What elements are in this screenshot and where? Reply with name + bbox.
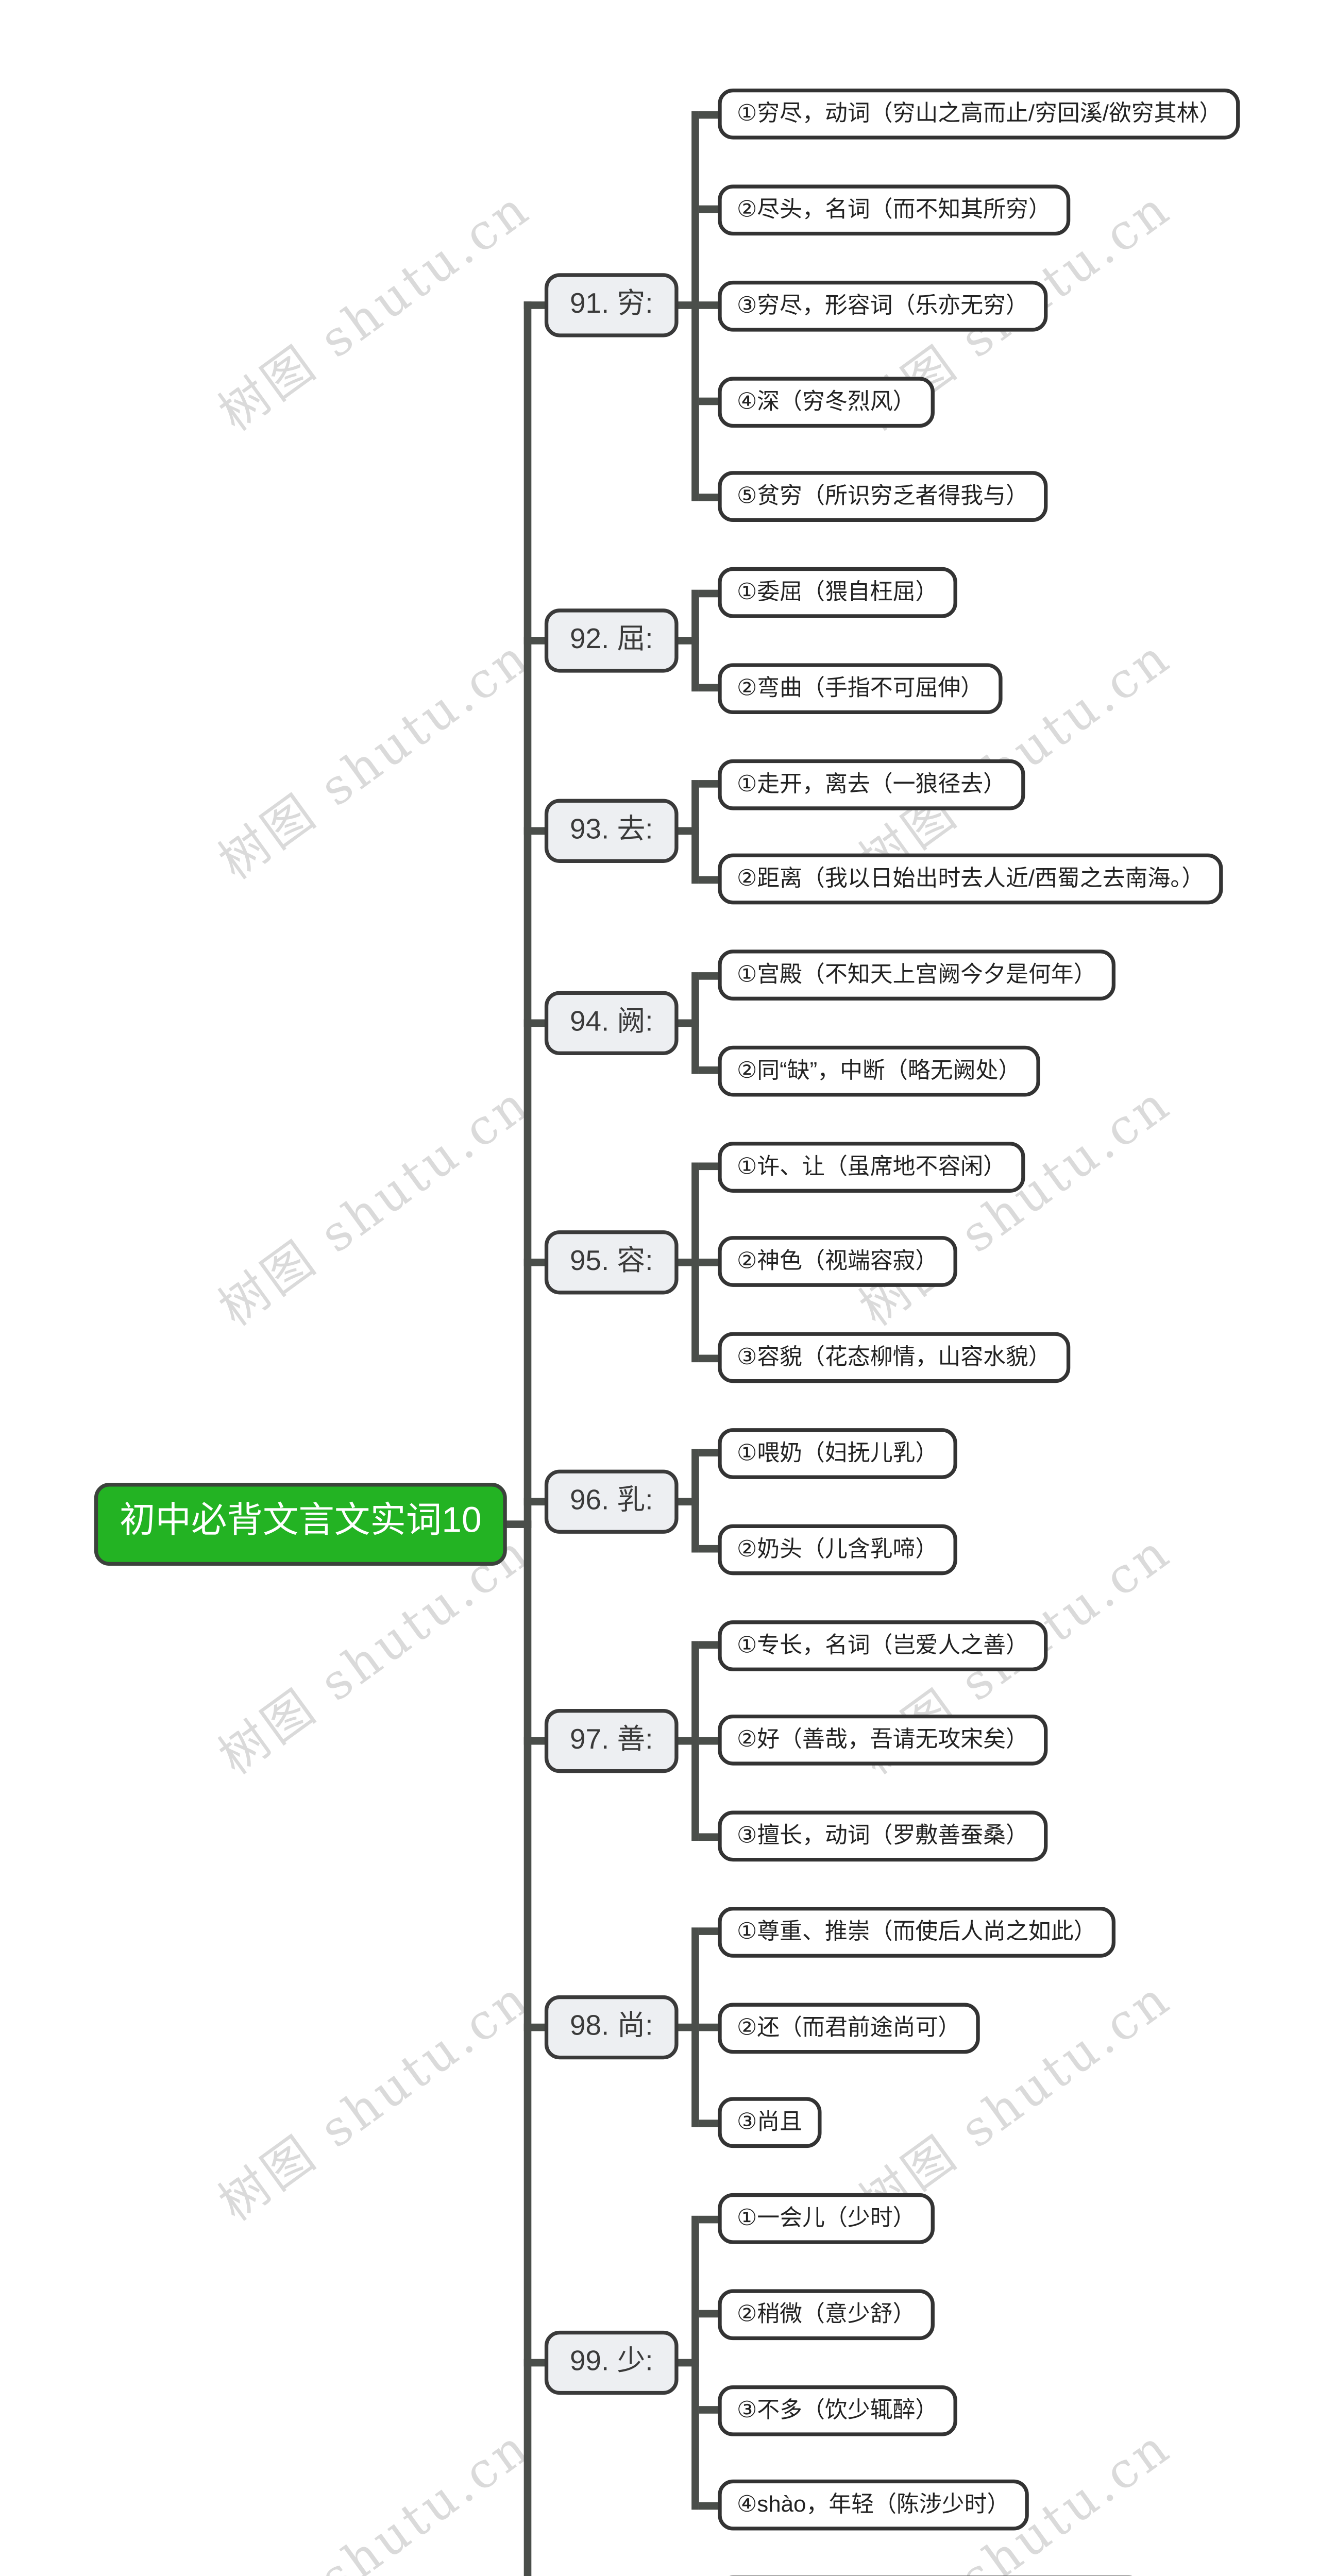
connector-line [699,1545,722,1553]
connector-line [699,589,722,597]
connector-line [692,1928,700,2127]
leaf-node[interactable]: ①尊重、推崇（而使后人尚之如此） [718,1906,1115,1958]
connector-line [692,110,700,501]
connector-line [699,1163,722,1171]
connector-line [699,397,722,405]
leaf-node[interactable]: ①许、让（虽席地不容闲） [718,1141,1025,1192]
connector-line [699,2024,722,2031]
leaf-node[interactable]: ③尚且 [718,2097,821,2149]
leaf-node[interactable]: ①走开，离去（一狼径去） [718,758,1025,810]
connector-line [692,1450,700,1553]
leaf-node[interactable]: ⑤贫穷（所识穷乏者得我与） [718,471,1047,522]
leaf-node[interactable]: ①一会儿（少时） [718,2193,935,2245]
connector-line [699,2311,722,2318]
leaf-node[interactable]: ②神色（视端容寂） [718,1236,957,1288]
connector-line [699,971,722,979]
connector-line [699,2406,722,2414]
connector-line [699,780,722,788]
watermark: 树图 shutu.cn [210,180,542,444]
watermark: 树图 shutu.cn [210,628,542,891]
leaf-node[interactable]: ②尽头，名词（而不知其所穷） [718,184,1070,236]
root-node[interactable]: 初中必背文言文实词10 [94,1482,507,1566]
leaf-node[interactable]: ②稍微（意少舒） [718,2289,935,2340]
connector-line [699,110,722,118]
branch-node[interactable]: 99. 少: [544,2330,679,2395]
connector-line [699,206,722,214]
leaf-node[interactable]: ①穷尽，动词（穷山之高而止/穷回溪/欲穷其林） [718,89,1241,140]
connector-line [699,1737,722,1744]
leaf-node[interactable]: ①宫殿（不知天上宫阙今夕是何年） [718,950,1115,1001]
branch-node[interactable]: 91. 穷: [544,274,679,338]
connector-line [699,2502,722,2510]
connector-line [699,2215,722,2223]
leaf-node[interactable]: ②距离（我以日始出时去人近/西蜀之去南海。） [718,854,1223,905]
connector-line [692,1641,700,1840]
watermark: 树图 shutu.cn [210,1970,542,2233]
connector-line [699,493,722,501]
connector-line [692,971,700,1075]
connector-line [692,589,700,692]
leaf-node[interactable]: ③穷尽，形容词（乐亦无穷） [718,280,1047,331]
connector-line [699,301,722,310]
connector-line [692,1163,700,1362]
branch-node[interactable]: 95. 容: [544,1230,679,1295]
connector-line [699,2119,722,2127]
branch-node[interactable]: 96. 乳: [544,1469,679,1534]
connector-line [699,1354,722,1362]
connector-line [523,301,531,2576]
branch-node[interactable]: 97. 善: [544,1708,679,1773]
connector-line [699,1928,722,1936]
leaf-node[interactable]: ①专长，名词（岂爱人之善） [718,1619,1047,1671]
connector-line [699,684,722,692]
branch-node[interactable]: 92. 屈: [544,608,679,673]
branch-node[interactable]: 98. 尚: [544,1995,679,2060]
connector-line [699,1832,722,1840]
leaf-node[interactable]: ②好（善哉，吾请无攻宋矣） [718,1715,1047,1766]
leaf-node[interactable]: ④shào，年轻（陈涉少时） [718,2480,1028,2532]
connector-line [692,2215,700,2510]
leaf-node[interactable]: ④深（穷冬烈风） [718,376,935,427]
leaf-node[interactable]: ③容貌（花态柳情，山容水貌） [718,1332,1070,1384]
connector-line [699,1067,722,1075]
leaf-node[interactable]: ③不多（饮少辄醉） [718,2384,957,2436]
watermark: 树图 shutu.cn [210,2418,542,2576]
watermark: 树图 shutu.cn [850,628,1182,891]
leaf-node[interactable]: ①喂奶（妇抚儿乳） [718,1428,957,1479]
connector-line [699,876,722,884]
leaf-node[interactable]: ②弯曲（手指不可屈伸） [718,663,1002,714]
leaf-node[interactable]: ③擅长，动词（罗敷善蚕桑） [718,1810,1047,1862]
leaf-node[interactable]: ①委屈（猥自枉屈） [718,567,957,618]
connector-line [699,1258,722,1266]
connector-line [692,780,700,884]
branch-node[interactable]: 93. 去: [544,800,679,864]
leaf-node[interactable]: ②奶头（儿含乳啼） [718,1523,957,1575]
connector-line [699,1450,722,1458]
leaf-node[interactable]: ②同“缺”，中断（略无阙处） [718,1045,1040,1097]
branch-node[interactable]: 94. 阙: [544,991,679,1055]
connector-line [699,1641,722,1649]
connector-line [501,1520,531,1528]
watermark: 树图 shutu.cn [850,1075,1182,1338]
leaf-node[interactable]: ②还（而君前途尚可） [718,2002,979,2053]
watermark: 树图 shutu.cn [210,1075,542,1338]
